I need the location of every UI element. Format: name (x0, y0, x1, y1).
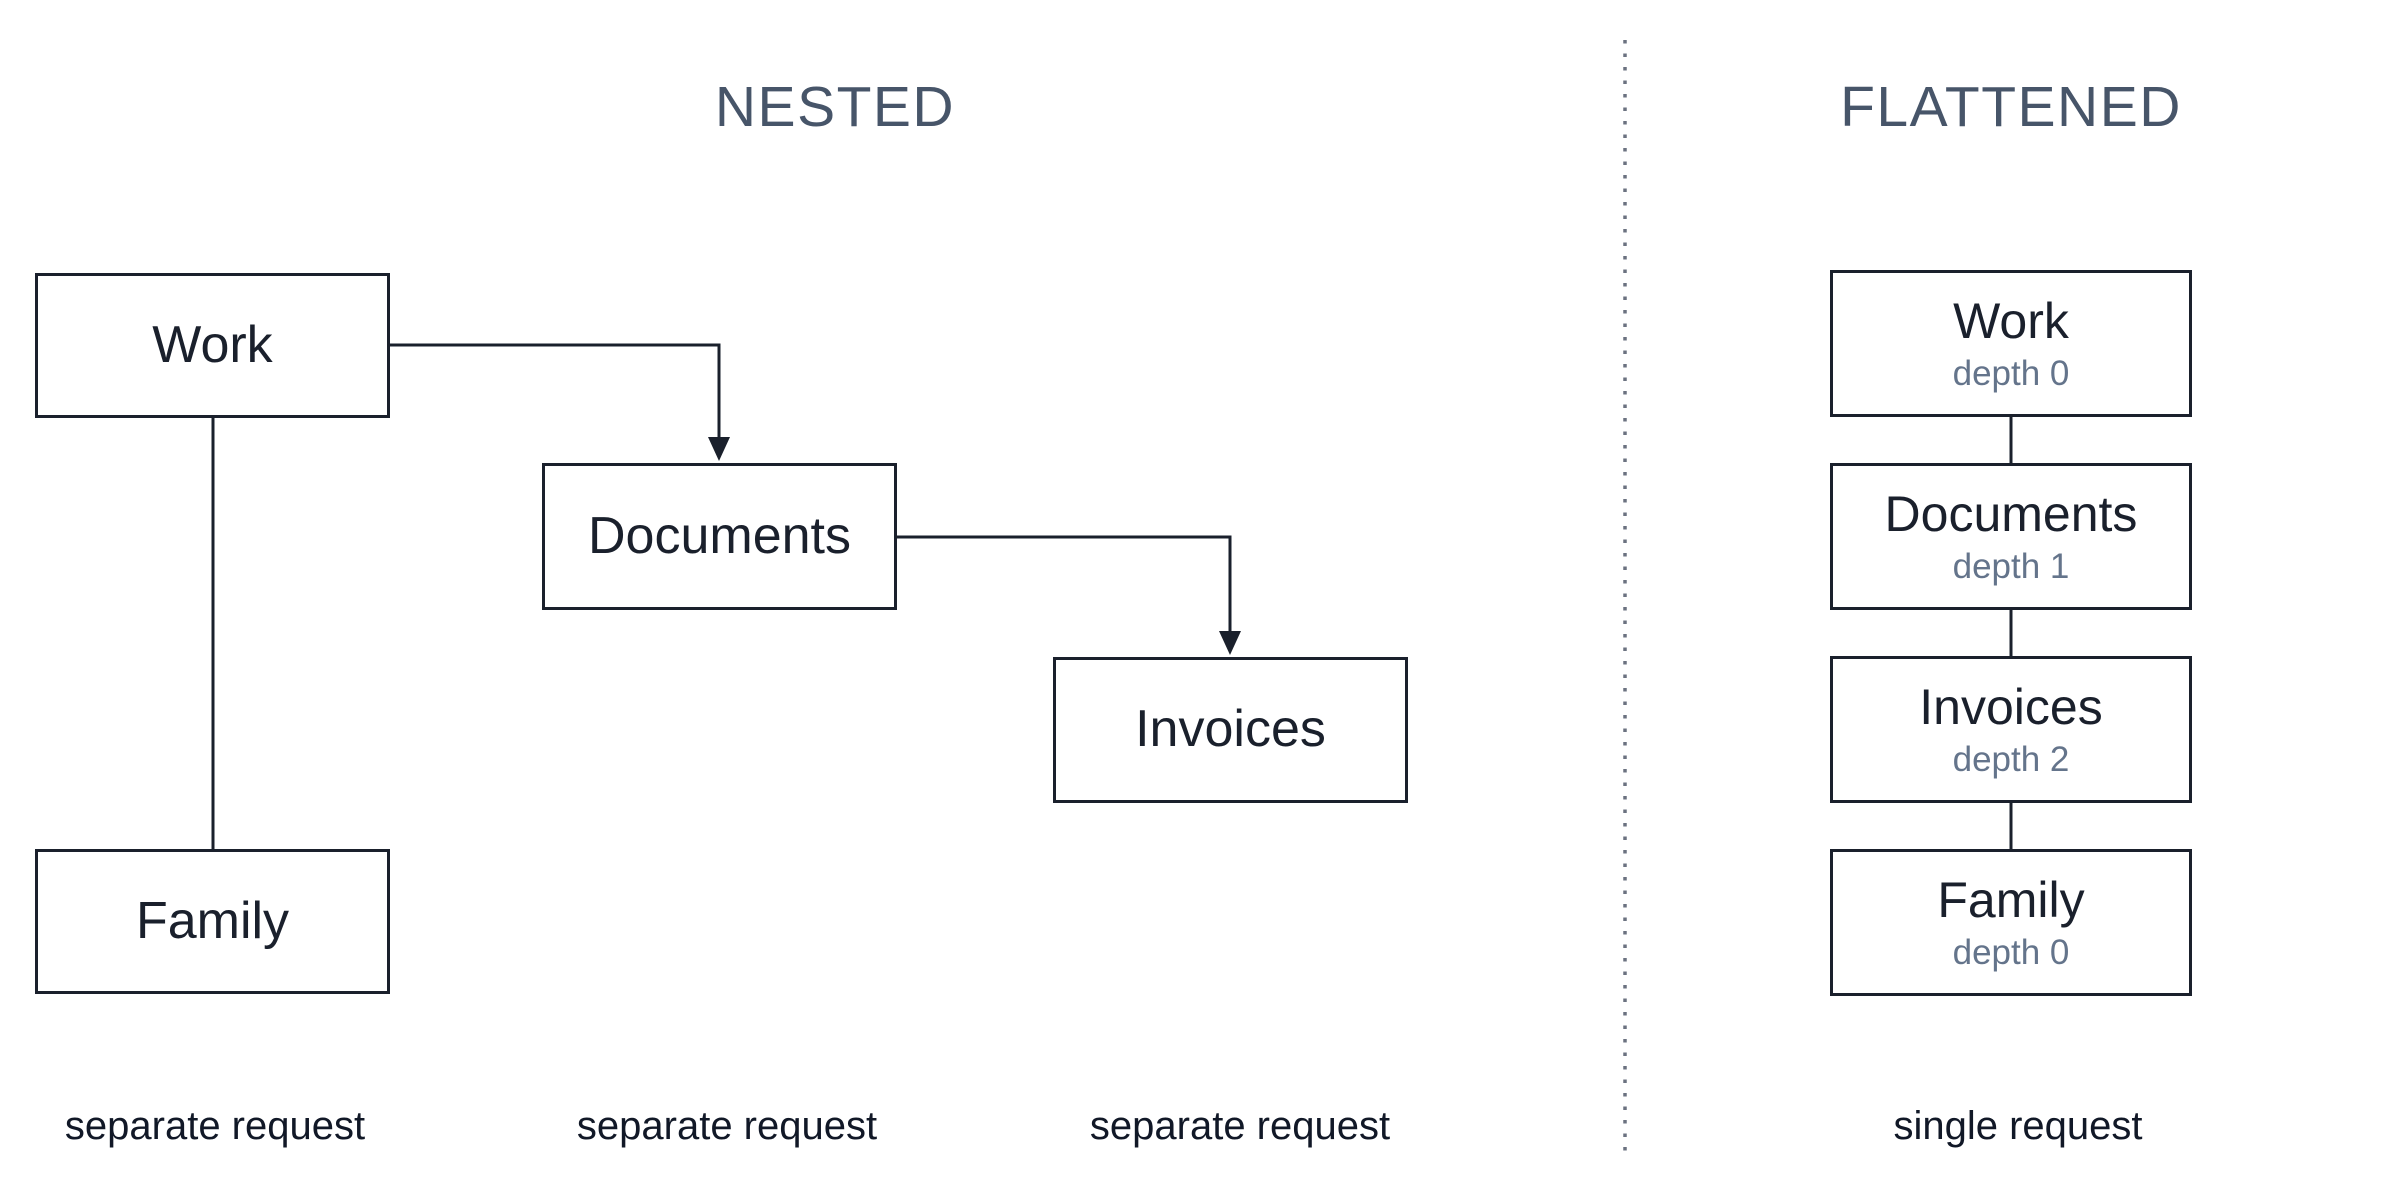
node-label: Invoices (1135, 700, 1326, 759)
caption-separate-request-1: separate request (64, 1104, 366, 1148)
node-label: Work (152, 315, 273, 374)
flattened-node-family: Family depth 0 (1830, 849, 2192, 996)
nested-node-documents: Documents (542, 463, 897, 610)
node-label: Invoices (1919, 678, 2103, 735)
caption-single-request: single request (1893, 1104, 2143, 1148)
nested-node-family: Family (35, 849, 390, 994)
arrowhead-documents-icon (708, 437, 730, 461)
nested-node-work: Work (35, 273, 390, 418)
nested-section-title: NESTED (714, 75, 956, 139)
node-label: Documents (1884, 485, 2138, 542)
caption-separate-request-3: separate request (1089, 1104, 1391, 1148)
node-label: Work (1953, 292, 2069, 349)
node-depth-label: depth 1 (1952, 547, 2070, 587)
flattened-node-invoices: Invoices depth 2 (1830, 656, 2192, 803)
node-label: Family (135, 891, 290, 950)
connector-documents-to-invoices (897, 535, 1232, 633)
flattened-node-documents: Documents depth 1 (1830, 463, 2192, 610)
node-depth-label: depth 0 (1952, 933, 2070, 973)
node-label: Family (1937, 871, 2085, 928)
flattened-section-title: FLATTENED (1840, 75, 2182, 139)
flattened-node-work: Work depth 0 (1830, 270, 2192, 417)
nested-node-invoices: Invoices (1053, 657, 1408, 803)
connector-work-to-documents (390, 343, 721, 439)
node-depth-label: depth 2 (1952, 740, 2070, 780)
node-depth-label: depth 0 (1952, 354, 2070, 394)
arrowhead-invoices-icon (1219, 631, 1241, 655)
caption-separate-request-2: separate request (576, 1104, 878, 1148)
node-label: Documents (588, 506, 851, 565)
